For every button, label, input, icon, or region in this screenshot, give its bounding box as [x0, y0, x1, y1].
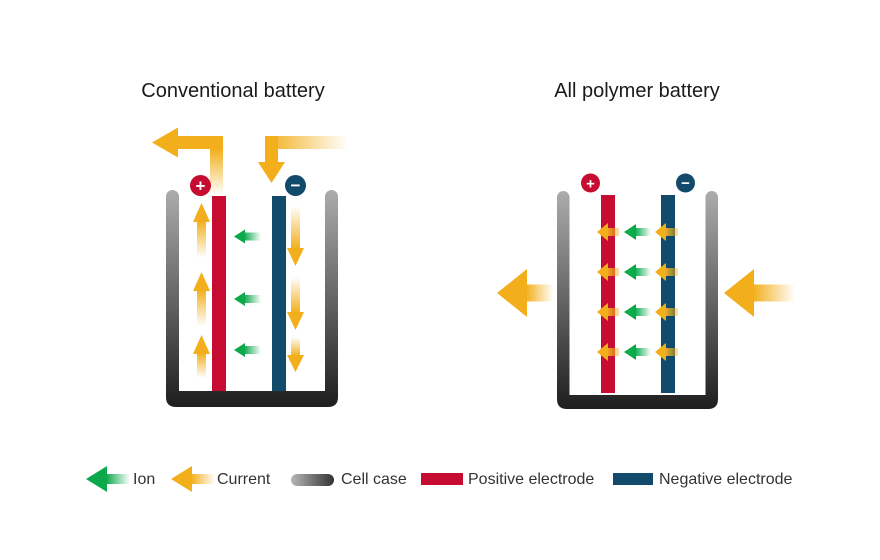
negative-electrode-label: Negative electrode [659, 471, 793, 488]
all-polymer-battery-title: All polymer battery [554, 80, 720, 102]
conventional-battery-figure: + − [152, 127, 348, 407]
current-label: Current [217, 471, 271, 488]
positive-electrode-left [212, 196, 226, 391]
positive-terminal-icon: + [190, 175, 211, 196]
ion-arrows-left-panel [234, 229, 261, 357]
negative-electrode-swatch-icon [613, 473, 653, 485]
negative-electrode-left [272, 196, 286, 391]
positive-electrode-right [601, 195, 615, 393]
negative-terminal-icon: − [285, 175, 306, 196]
negative-electrode-right [661, 195, 675, 393]
cell-case-right [557, 191, 718, 409]
current-through-arrows-and-ions [597, 223, 678, 361]
svg-text:+: + [196, 177, 206, 196]
svg-text:+: + [586, 176, 595, 193]
positive-terminal-icon: + [581, 173, 600, 193]
current-enter-arrow [724, 269, 795, 317]
conventional-battery-title: Conventional battery [141, 80, 325, 102]
current-up-arrows [193, 203, 210, 378]
positive-electrode-label: Positive electrode [468, 471, 595, 488]
ion-arrow-icon [86, 466, 130, 492]
current-in-arrow [258, 136, 348, 183]
current-down-arrows [287, 206, 304, 372]
svg-text:−: − [681, 175, 690, 192]
cell-case-label: Cell case [341, 471, 407, 488]
current-exit-arrow [497, 269, 553, 317]
cell-case-swatch-icon [291, 474, 334, 486]
ion-label: Ion [133, 471, 156, 488]
current-arrow-icon [171, 466, 215, 492]
current-out-arrow [152, 127, 223, 195]
positive-electrode-swatch-icon [421, 473, 463, 485]
all-polymer-battery-figure: + − [497, 173, 795, 409]
svg-text:−: − [291, 176, 301, 195]
negative-terminal-icon: − [676, 173, 695, 193]
